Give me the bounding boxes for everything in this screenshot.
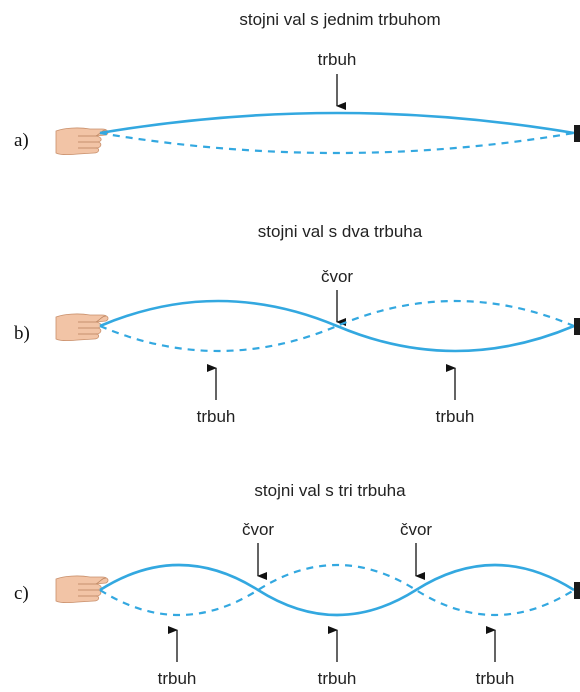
- panel-c-node-label-1: čvor: [242, 520, 274, 539]
- panel-c: stojni val s tri trbuha čvor čvor c) trb…: [14, 481, 580, 688]
- panel-c-node-label-2: čvor: [400, 520, 432, 539]
- panel-c-wall-anchor-icon: [574, 582, 580, 599]
- panel-a-wall-anchor-icon: [574, 125, 580, 142]
- panel-a-case-label: a): [14, 130, 29, 151]
- panel-b-wall-anchor-icon: [574, 318, 580, 335]
- panel-a: stojni val s jednim trbuhom trbuh a): [14, 10, 580, 156]
- panel-b: stojni val s dva trbuha čvor b) trbuh tr…: [14, 222, 580, 426]
- panel-a-title: stojni val s jednim trbuhom: [239, 10, 440, 29]
- panel-c-wave-dashed: [99, 563, 575, 617]
- panel-c-antinode-label-1: trbuh: [158, 669, 197, 688]
- panel-a-wave-solid: [99, 111, 575, 135]
- panel-a-antinode-label-1: trbuh: [318, 50, 357, 69]
- panel-b-case-label: b): [14, 323, 30, 344]
- panel-a-wave-dashed: [99, 131, 575, 155]
- panel-c-antinode-label-2: trbuh: [318, 669, 357, 688]
- panel-b-antinode-label-2: trbuh: [436, 407, 475, 426]
- panel-b-wave-solid: [99, 299, 575, 353]
- panel-b-node-label-1: čvor: [321, 267, 353, 286]
- panel-b-antinode-label-1: trbuh: [197, 407, 236, 426]
- panel-c-title: stojni val s tri trbuha: [254, 481, 406, 500]
- panel-c-antinode-label-3: trbuh: [476, 669, 515, 688]
- panel-c-case-label: c): [14, 583, 29, 604]
- panel-b-hand-icon: [55, 313, 109, 342]
- panel-c-wave-solid: [99, 563, 575, 617]
- panel-b-title: stojni val s dva trbuha: [258, 222, 423, 241]
